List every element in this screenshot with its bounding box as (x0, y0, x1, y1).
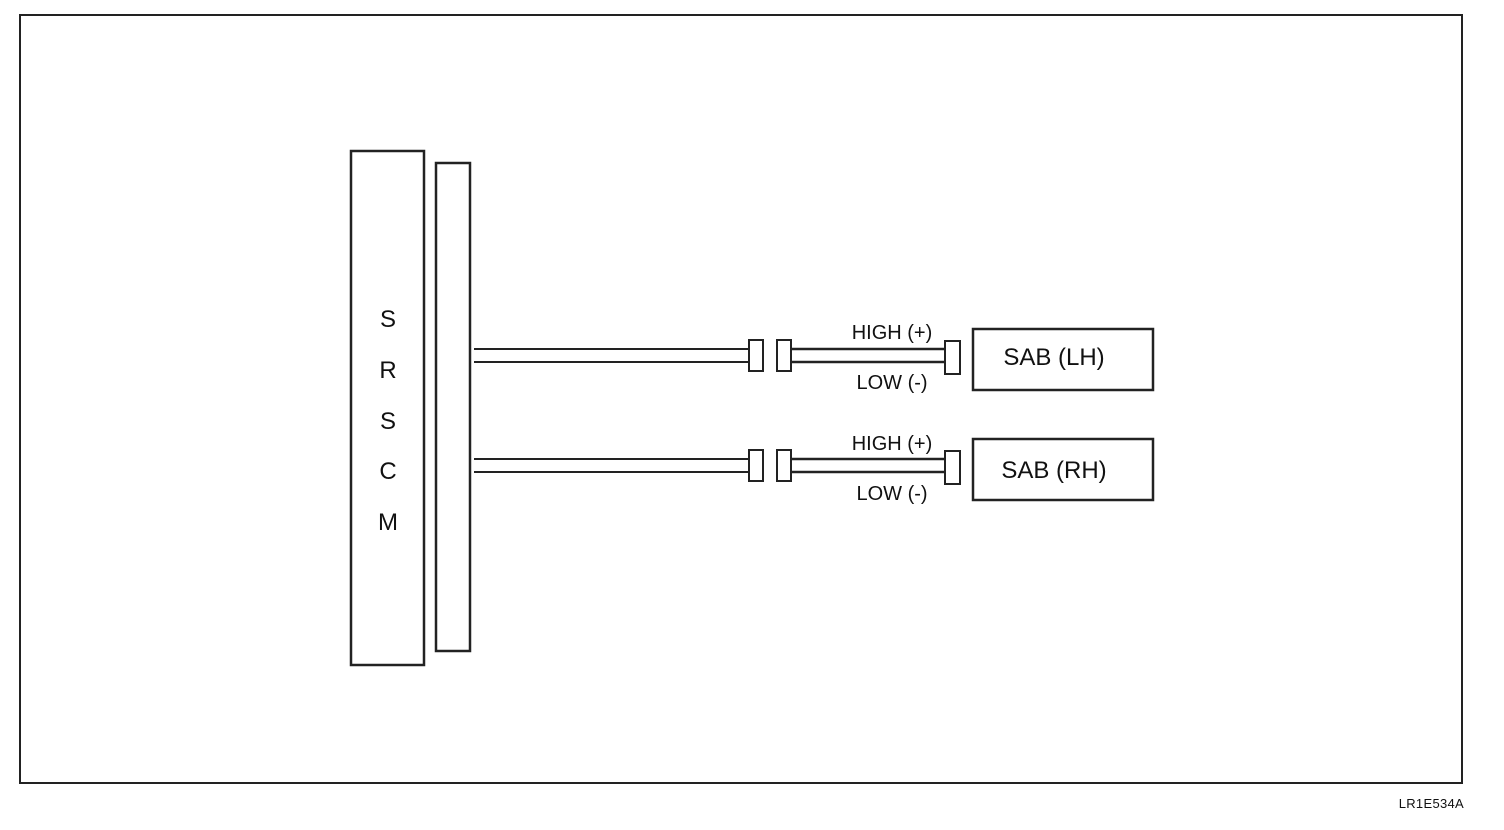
figure-code: LR1E534A (1398, 796, 1464, 811)
low-label: LOW (-) (856, 483, 927, 505)
connector-male (748, 449, 764, 482)
module-letter: C (379, 458, 396, 485)
srscm-module-box (349, 149, 426, 667)
low-label: LOW (-) (856, 372, 927, 394)
connector-female (776, 339, 792, 372)
diagram-frame (19, 14, 1463, 784)
device-connector (944, 340, 961, 375)
high-label: HIGH (+) (852, 433, 933, 455)
high-label: HIGH (+) (852, 322, 933, 344)
module-connector-bar (434, 161, 472, 653)
device-connector (944, 450, 961, 485)
sab-rh-label: SAB (RH) (1001, 457, 1106, 484)
circuit-lh: HIGH (+) LOW (-) SAB (LH) (474, 322, 1155, 394)
module-letter: M (378, 509, 398, 536)
sab-lh-box (971, 327, 1155, 392)
connector-male (748, 339, 764, 372)
connector-female (776, 449, 792, 482)
sab-lh-label: SAB (LH) (1003, 344, 1104, 371)
sab-rh-box (971, 437, 1155, 502)
module-letter: R (379, 357, 396, 384)
module-letter: S (380, 306, 396, 333)
module-letter: S (380, 408, 396, 435)
circuit-rh: HIGH (+) LOW (-) SAB (RH) (474, 433, 1155, 505)
